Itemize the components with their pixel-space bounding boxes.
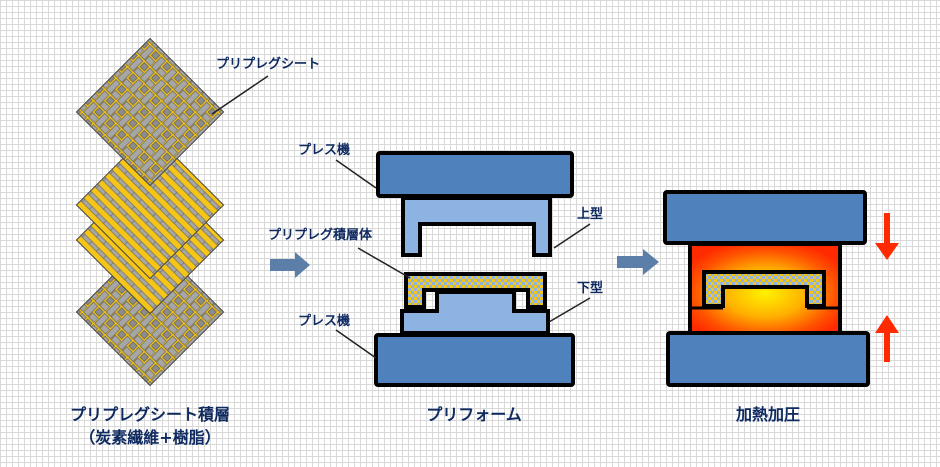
press-bottom-plate: [666, 331, 870, 387]
press-top-plate: [663, 190, 867, 245]
label-prepreg-laminate: プリプレグ積層体: [268, 227, 373, 243]
arrow-right-icon: [617, 249, 659, 275]
prepreg-laminate-heated: [702, 270, 826, 308]
leader-line: [335, 329, 377, 359]
leader-line: [335, 159, 377, 189]
label-lower-mold: 下型: [577, 280, 603, 296]
label-press-top: プレス機: [298, 142, 350, 158]
press-top-plate: [376, 151, 574, 198]
arrow-right-icon: [270, 252, 310, 278]
prepreg-sheet-middle: [75, 130, 225, 280]
leader-line: [211, 75, 269, 115]
arrow-up-icon: [875, 315, 899, 362]
press-bottom-plate: [374, 333, 575, 387]
arrow-down-icon: [875, 213, 899, 260]
label-prepreg-sheet: プリプレグシート: [216, 56, 320, 72]
upper-mold: [401, 196, 552, 257]
heating-press: [663, 190, 870, 387]
leader-line: [357, 247, 411, 279]
prepreg-sheet-top: [75, 37, 225, 187]
caption-step2: プリフォーム: [426, 405, 522, 424]
preform-press: [374, 151, 575, 387]
prepreg-laminate: [404, 272, 547, 309]
caption-step1-sub: （炭素繊維+樹脂）: [79, 428, 220, 447]
prepreg-stack: [75, 37, 225, 387]
leader-line: [548, 297, 591, 323]
leader-line: [553, 223, 591, 249]
caption-step1: プリプレグシート積層: [70, 405, 230, 424]
caption-step3: 加熱加圧: [735, 405, 800, 424]
label-upper-mold: 上型: [577, 206, 603, 222]
label-press-bottom: プレス機: [298, 313, 350, 329]
